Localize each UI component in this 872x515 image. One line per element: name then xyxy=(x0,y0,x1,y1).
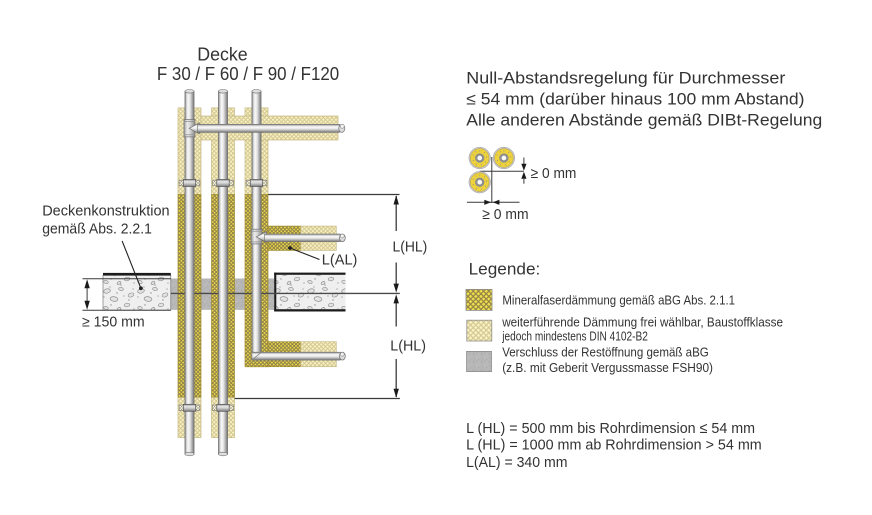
svg-text:Legende:: Legende: xyxy=(469,261,541,279)
svg-text:Alle anderen Abstände gemäß DI: Alle anderen Abstände gemäß DIBt-Regelun… xyxy=(466,112,822,130)
svg-text:weiterführende Dämmung frei wä: weiterführende Dämmung frei wählbar, Bau… xyxy=(501,315,783,330)
svg-text:≥ 150 mm: ≥ 150 mm xyxy=(82,315,145,331)
svg-text:jedoch mindestens DIN 4102-B2: jedoch mindestens DIN 4102-B2 xyxy=(501,329,647,344)
svg-text:L(HL): L(HL) xyxy=(390,338,426,355)
svg-text:Deckenkonstruktion: Deckenkonstruktion xyxy=(42,204,169,220)
svg-text:Decke: Decke xyxy=(197,45,247,65)
svg-text:L(HL): L(HL) xyxy=(393,239,428,256)
svg-text:≤ 54 mm (darüber hinaus 100 mm: ≤ 54 mm (darüber hinaus 100 mm Abstand) xyxy=(466,91,804,109)
svg-text:Verschluss der Restöffnung gem: Verschluss der Restöffnung gemäß aBG xyxy=(502,344,709,359)
svg-text:L(AL): L(AL) xyxy=(322,252,358,269)
svg-text:L(AL) = 340 mm: L(AL) = 340 mm xyxy=(466,454,567,471)
svg-text:(z.B. mit Geberit Vergussmasse: (z.B. mit Geberit Vergussmasse FSH90) xyxy=(502,360,713,375)
svg-text:L (HL) = 1000 mm ab Rohrdimens: L (HL) = 1000 mm ab Rohrdimension > 54 m… xyxy=(466,437,762,454)
svg-text:Mineralfaserdämmung gemäß aBG: Mineralfaserdämmung gemäß aBG Abs. 2.1.1 xyxy=(502,292,735,307)
svg-text:≥ 0 mm: ≥ 0 mm xyxy=(531,165,577,182)
svg-text:F 30 / F 60 / F 90 / F120: F 30 / F 60 / F 90 / F120 xyxy=(157,64,339,84)
svg-text:≥ 0 mm: ≥ 0 mm xyxy=(482,206,528,223)
svg-text:gemäß Abs. 2.2.1: gemäß Abs. 2.2.1 xyxy=(42,222,152,238)
svg-text:Null-Abstandsregelung für Durc: Null-Abstandsregelung für Durchmesser xyxy=(466,70,786,88)
svg-text:L (HL) = 500 mm bis Rohrdimens: L (HL) = 500 mm bis Rohrdimension ≤ 54 m… xyxy=(466,420,755,437)
